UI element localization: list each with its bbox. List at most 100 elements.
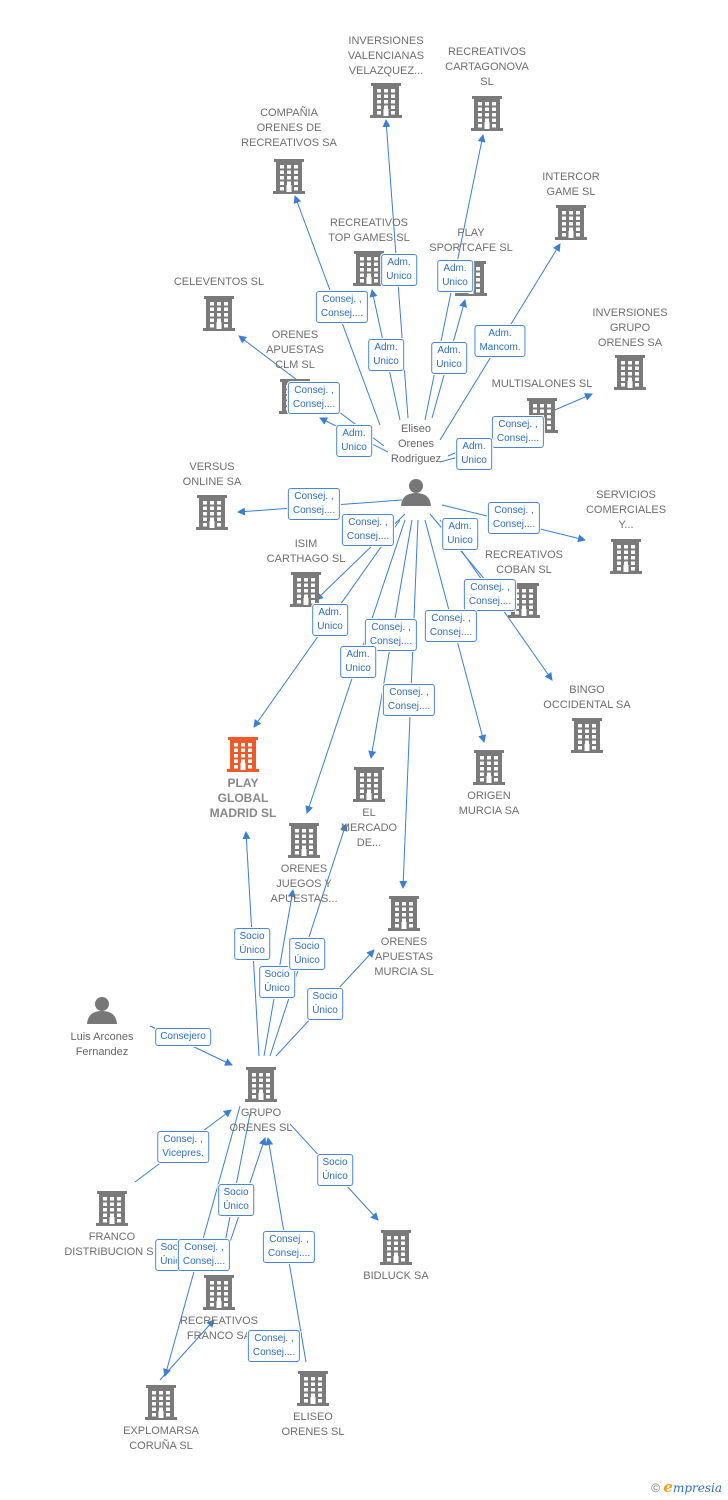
building-icon[interactable]: [353, 251, 385, 286]
company-name-label[interactable]: MULTISALONES SL: [492, 377, 593, 392]
relation-label[interactable]: Consej. ,Consej....: [424, 610, 478, 642]
building-icon[interactable]: [610, 539, 642, 574]
relation-label[interactable]: Consej. ,Vicepres.: [157, 1131, 209, 1163]
building-icon[interactable]: [380, 1230, 412, 1265]
relation-label-line: Consej....: [369, 636, 413, 647]
relation-label[interactable]: Consej. ,Consej....: [341, 514, 395, 546]
building-icon[interactable]: [290, 572, 322, 607]
relation-label[interactable]: Consej. ,Consej....: [247, 1330, 301, 1362]
building-icon[interactable]: [196, 495, 228, 530]
building-icon[interactable]: [145, 1385, 177, 1420]
relation-label[interactable]: Consej. ,Consej....: [491, 416, 545, 448]
building-icon[interactable]: [297, 1371, 329, 1406]
person-icon[interactable]: [401, 479, 431, 506]
building-icon[interactable]: [388, 896, 420, 931]
relation-label[interactable]: Adm.Unico: [442, 518, 478, 550]
empresia-logo[interactable]: empresia: [663, 1478, 722, 1496]
building-icon[interactable]: [614, 355, 646, 390]
focus-building-icon[interactable]: [227, 737, 259, 772]
relation-label[interactable]: Adm.Unico: [456, 438, 492, 470]
relation-label[interactable]: Consej. ,Consej....: [487, 502, 541, 534]
relation-label[interactable]: Adm.Unico: [368, 339, 404, 371]
relation-label[interactable]: Adm.Unico: [340, 646, 376, 678]
company-name-label[interactable]: BIDLUCK SA: [363, 1269, 428, 1284]
relation-label[interactable]: Consej. ,Consej....: [287, 488, 341, 520]
building-icon[interactable]: [471, 96, 503, 131]
relation-label[interactable]: Consej. ,Consej....: [287, 382, 341, 414]
building-icon[interactable]: [273, 159, 305, 194]
relation-label[interactable]: Adm.Mancom.: [474, 325, 526, 357]
relation-label-line: Unico: [341, 442, 367, 453]
relation-label[interactable]: Consejero: [155, 1028, 211, 1046]
relation-label[interactable]: Consej. ,Consej....: [364, 619, 418, 651]
relation-label[interactable]: Adm.Unico: [312, 604, 348, 636]
node-label-line: ISIM: [294, 538, 318, 550]
building-icon[interactable]: [555, 205, 587, 240]
building-icon[interactable]: [96, 1191, 128, 1226]
relation-label[interactable]: Adm.Unico: [437, 260, 473, 292]
relation-label[interactable]: Adm.Unico: [381, 254, 417, 286]
building-icon[interactable]: [203, 296, 235, 331]
building-icon[interactable]: [370, 83, 402, 118]
person-icon[interactable]: [87, 997, 117, 1024]
relation-label[interactable]: Consej. ,Consej....: [177, 1239, 231, 1271]
building-icon[interactable]: [245, 1067, 277, 1102]
relation-label[interactable]: Consej. ,Consej....: [315, 291, 369, 323]
node-label-line: INTERCOR: [542, 171, 600, 183]
relation-label[interactable]: Consej. ,Consej....: [382, 684, 436, 716]
node-label-line: EL: [362, 807, 376, 819]
building-icon[interactable]: [288, 823, 320, 858]
edge-explomarsa-to-rec_franco: [159, 1319, 215, 1381]
building-icon[interactable]: [203, 1275, 235, 1310]
relation-label-line: Consej. ,: [389, 687, 429, 698]
node-label-line: JUEGOS Y: [276, 878, 332, 890]
relation-label-line: Socio: [294, 941, 320, 952]
building-icon[interactable]: [473, 750, 505, 785]
relation-label[interactable]: Adm.Unico: [431, 342, 467, 374]
empresia-logo-text: mpresia: [672, 1481, 722, 1495]
node-label-line: SPORTCAFE SL: [429, 242, 513, 254]
relation-label-line: Adm.: [488, 328, 512, 339]
relation-label-line: Consej. ,: [184, 1242, 224, 1253]
company-name-label[interactable]: CELEVENTOS SL: [174, 275, 264, 290]
relation-label[interactable]: Consej. ,Consej....: [262, 1231, 316, 1263]
relation-label[interactable]: Adm.Unico: [336, 425, 372, 457]
building-icon[interactable]: [353, 767, 385, 802]
building-icon[interactable]: [571, 718, 603, 753]
relation-label-line: Unico: [345, 663, 371, 674]
node-label-line: COMERCIALES: [585, 504, 667, 516]
relation-label[interactable]: Consej. ,Consej....: [463, 579, 517, 611]
